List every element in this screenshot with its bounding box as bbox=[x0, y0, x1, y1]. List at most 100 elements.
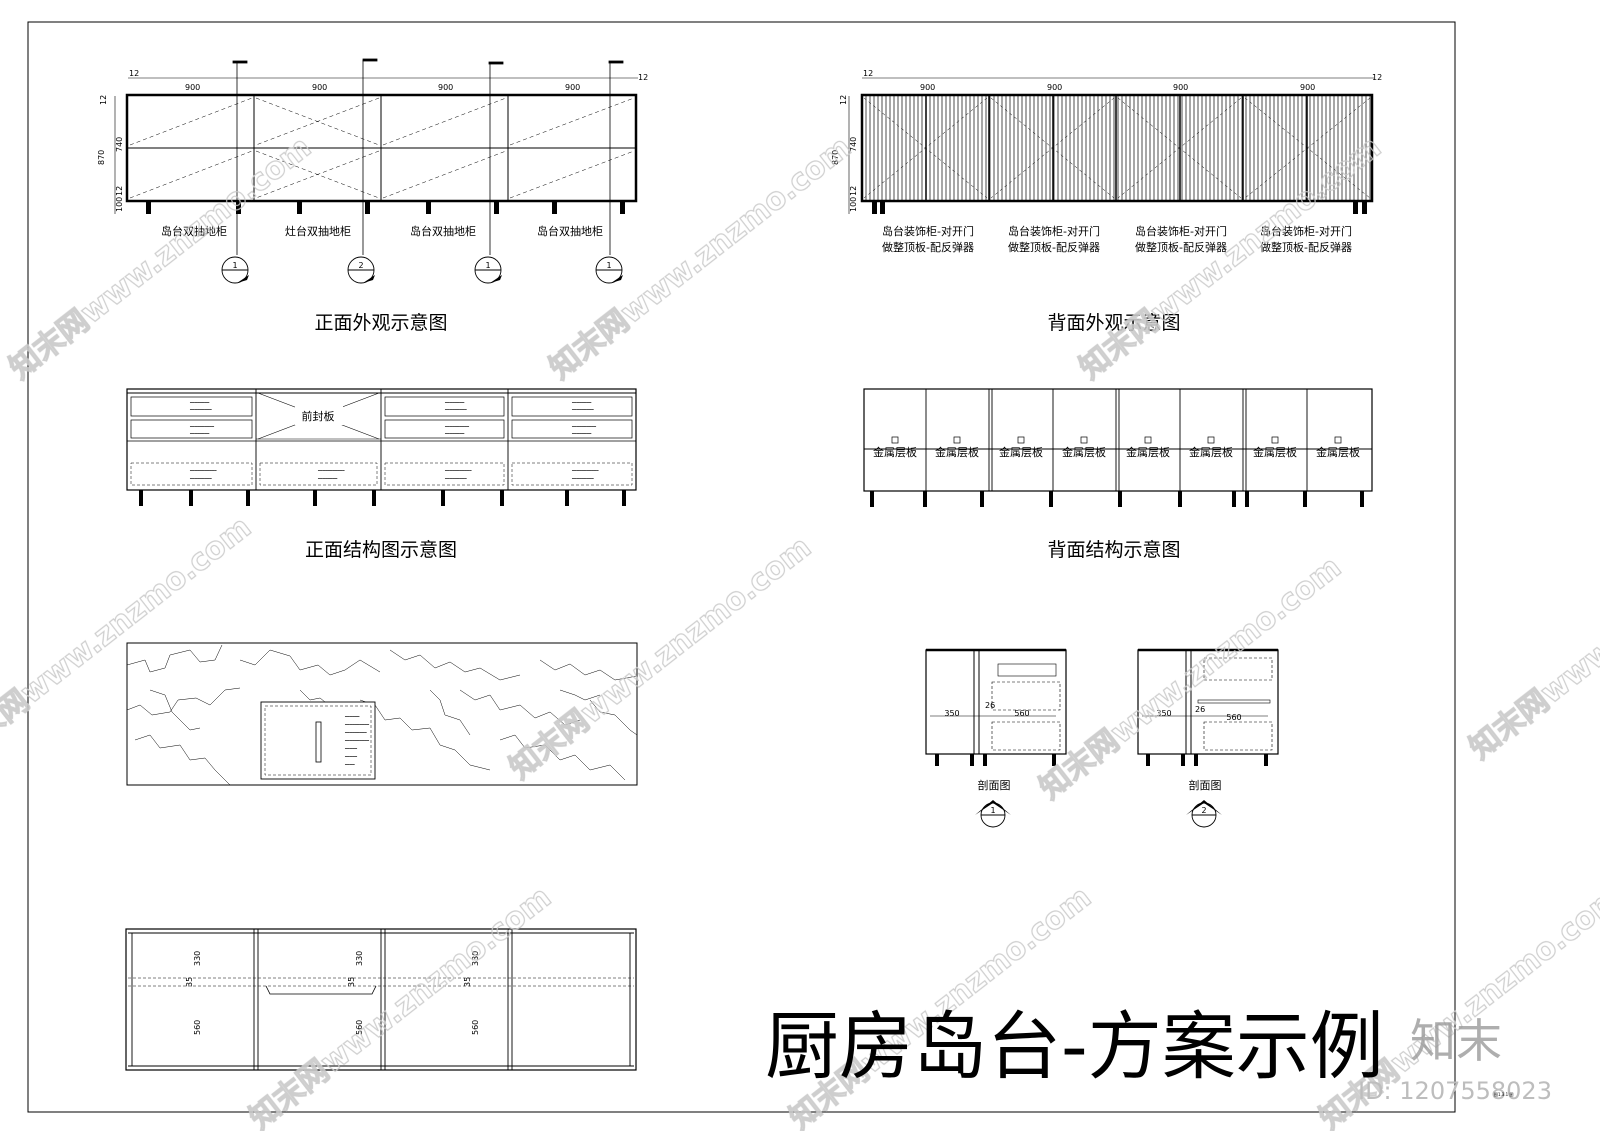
section-1-caption: 剖面图 bbox=[978, 778, 1011, 792]
front-cabinet-label-2: 岛台双抽地柜 bbox=[410, 224, 476, 238]
watermark-text-4: 知末网www.znzmo.com bbox=[503, 530, 818, 787]
back-dim-top-2: 900 bbox=[1047, 83, 1062, 92]
svg-text:━━━━━━━━: ━━━━━━━━ bbox=[444, 431, 465, 436]
plan-dim-8: 560 bbox=[471, 1020, 480, 1035]
shelf-label-0: 金属层板 bbox=[873, 445, 917, 459]
svg-text:━━━━━━━━━━: ━━━━━━━━━━ bbox=[344, 722, 370, 727]
back-cabinet-label-1-line1: 岛台装饰柜-对开门 bbox=[1008, 224, 1100, 238]
watermark-text-6: 知末网www.znzmo.com bbox=[1463, 510, 1600, 767]
shelf-label-5: 金属层板 bbox=[1189, 445, 1233, 459]
shelf-label-4: 金属层板 bbox=[1126, 445, 1170, 459]
front-dim-top-2: 900 bbox=[312, 83, 327, 92]
svg-text:━━━━━━━━: ━━━━━━━━ bbox=[189, 431, 210, 436]
watermark-logo: 知末 bbox=[1410, 1014, 1502, 1068]
svg-text:━━━━━━━━━━: ━━━━━━━━━━ bbox=[571, 424, 597, 429]
back-cabinet-label-2-line1: 岛台装饰柜-对开门 bbox=[1135, 224, 1227, 238]
image-id: ID: 1207558023 bbox=[1358, 1077, 1552, 1105]
section-2-dim-1: 26 bbox=[1195, 705, 1205, 714]
svg-text:━━━━━━━━: ━━━━━━━━ bbox=[571, 431, 592, 436]
svg-text:━━━━━━━━━━: ━━━━━━━━━━ bbox=[444, 424, 470, 429]
front-elevation: 12 900 900 900 900 12 12 740 870 12 100 bbox=[97, 58, 648, 334]
svg-text:━━━━━━━━━━: ━━━━━━━━━━ bbox=[344, 738, 370, 743]
front-cabinet-label-3: 岛台双抽地柜 bbox=[537, 224, 603, 238]
front-dim-side-1: 740 bbox=[115, 137, 124, 152]
watermark-text-5: 知末网www.znzmo.com bbox=[1033, 550, 1348, 807]
front-dim-top-3: 900 bbox=[438, 83, 453, 92]
back-dim-top-1: 900 bbox=[920, 83, 935, 92]
section-1: 350 26 560 剖面图 1 bbox=[925, 648, 1067, 828]
front-structure-caption: 正面结构图示意图 bbox=[305, 539, 457, 561]
shelf-label-3: 金属层板 bbox=[1062, 445, 1106, 459]
shelf-label-2: 金属层板 bbox=[999, 445, 1043, 459]
back-view-caption: 背面外观示意图 bbox=[1047, 312, 1180, 334]
svg-text:━━━━━━━━━: ━━━━━━━━━ bbox=[344, 730, 367, 735]
back-dim-side-2: 870 bbox=[831, 150, 840, 165]
section-1-mark: 1 bbox=[990, 806, 995, 815]
svg-text:━━━━━━━━━: ━━━━━━━━━ bbox=[444, 476, 467, 481]
svg-text:━━━━━━━━: ━━━━━━━━ bbox=[317, 476, 338, 481]
front-dim-top-0: 12 bbox=[129, 69, 139, 78]
section-2: 350 26 560 剖面图 2 bbox=[1137, 648, 1279, 828]
section-1-dim-1: 26 bbox=[985, 701, 995, 710]
front-dim-side-0: 12 bbox=[99, 95, 108, 105]
plan-dim-7: 35 bbox=[463, 977, 472, 987]
back-cabinet-label-1-line2: 做整顶板-配反弹器 bbox=[1008, 240, 1100, 254]
section-2-dim-0: 350 bbox=[1156, 709, 1171, 718]
interior-plan: 330 35 560 330 35 560 330 35 560 bbox=[125, 928, 637, 1071]
svg-text:━━━━━━: ━━━━━━ bbox=[344, 714, 360, 719]
watermark-text-3: 知末网www.znzmo.com bbox=[0, 510, 258, 767]
svg-text:━━━━━━━━━: ━━━━━━━━━ bbox=[189, 407, 212, 412]
plan-dim-5: 560 bbox=[355, 1020, 364, 1035]
back-dim-side-4: 100 bbox=[849, 197, 858, 212]
front-section-mark-3: 1 bbox=[606, 261, 611, 270]
svg-text:━━━━━━━━━━: ━━━━━━━━━━ bbox=[189, 424, 215, 429]
drawing-title: 厨房岛台-方案示例 bbox=[765, 1004, 1384, 1090]
front-dim-top-4: 900 bbox=[565, 83, 580, 92]
countertop-plan: ━━━━━━━━━━━━━━━━ ━━━━━━━━━━━━━━━━━━━ ━━━… bbox=[126, 642, 638, 786]
back-dim-top-0: 12 bbox=[863, 69, 873, 78]
svg-text:━━━━━━━━━: ━━━━━━━━━ bbox=[571, 476, 594, 481]
plan-dim-1: 35 bbox=[185, 977, 194, 987]
shelf-label-1: 金属层板 bbox=[935, 445, 979, 459]
watermark-text-0: 知末网www.znzmo.com bbox=[3, 130, 318, 387]
section-1-dim-2: 560 bbox=[1014, 709, 1029, 718]
front-dim-top-1: 900 bbox=[185, 83, 200, 92]
svg-text:━━━━━━━━━: ━━━━━━━━━ bbox=[444, 407, 467, 412]
back-cabinet-label-0-line2: 做整顶板-配反弹器 bbox=[882, 240, 974, 254]
front-cabinet-label-0: 岛台双抽地柜 bbox=[161, 224, 227, 238]
plan-dim-6: 330 bbox=[471, 951, 480, 966]
svg-text:━━━━━: ━━━━━ bbox=[344, 754, 358, 759]
svg-text:━━━━━━━━━: ━━━━━━━━━ bbox=[189, 476, 212, 481]
plan-dim-4: 35 bbox=[347, 977, 356, 987]
front-dim-side-4: 100 bbox=[115, 197, 124, 212]
plan-dim-2: 560 bbox=[193, 1020, 202, 1035]
front-dim-side-3: 12 bbox=[115, 186, 124, 196]
watermark-text-7: 知末网www.znzmo.com bbox=[243, 880, 558, 1131]
back-dim-side-0: 12 bbox=[839, 95, 848, 105]
section-1-dim-0: 350 bbox=[944, 709, 959, 718]
section-2-caption: 剖面图 bbox=[1189, 778, 1222, 792]
svg-text:━━━━━━━━: ━━━━━━━━ bbox=[444, 400, 465, 405]
svg-text:━━━━━━━━━━━: ━━━━━━━━━━━ bbox=[444, 468, 472, 473]
shelf-label-6: 金属层板 bbox=[1253, 445, 1297, 459]
watermark-text-1: 知末网www.znzmo.com bbox=[543, 130, 858, 387]
back-cabinet-label-3-line2: 做整顶板-配反弹器 bbox=[1260, 240, 1352, 254]
back-cabinet-label-3-line1: 岛台装饰柜-对开门 bbox=[1260, 224, 1352, 238]
back-cabinet-label-0-line1: 岛台装饰柜-对开门 bbox=[882, 224, 974, 238]
svg-text:━━━━━: ━━━━━ bbox=[344, 746, 358, 751]
back-dim-top-4: 900 bbox=[1300, 83, 1315, 92]
back-dim-side-1: 740 bbox=[849, 137, 858, 152]
sheet-border bbox=[27, 21, 1456, 1113]
svg-text:━━━━━━━━━━━: ━━━━━━━━━━━ bbox=[189, 468, 217, 473]
section-2-mark: 2 bbox=[1201, 806, 1206, 815]
front-section-mark-0: 1 bbox=[232, 261, 237, 270]
front-section-mark-2: 1 bbox=[485, 261, 490, 270]
front-view-caption: 正面外观示意图 bbox=[314, 312, 447, 334]
front-cabinet-label-1: 灶台双抽地柜 bbox=[285, 224, 351, 238]
back-dim-top-5: 12 bbox=[1372, 73, 1382, 82]
svg-text:━━━━━━━━━: ━━━━━━━━━ bbox=[571, 407, 594, 412]
plan-dim-0: 330 bbox=[193, 951, 202, 966]
front-panel-label: 前封板 bbox=[302, 409, 335, 423]
shelf-label-7: 金属层板 bbox=[1316, 445, 1360, 459]
